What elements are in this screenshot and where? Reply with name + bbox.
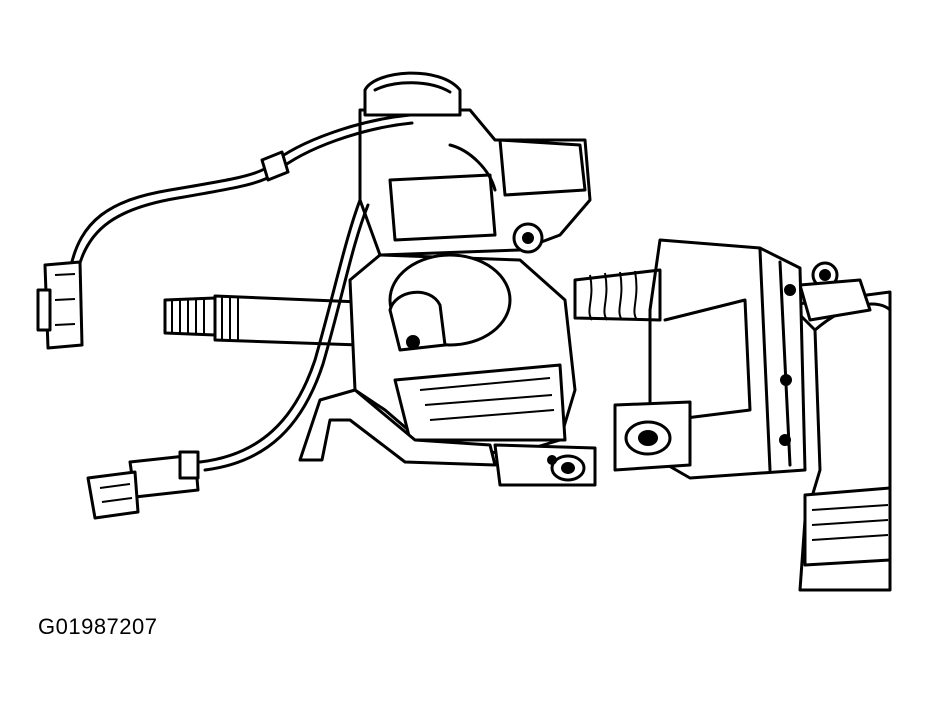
lock-cylinder	[348, 253, 597, 487]
column-housing-right	[788, 261, 892, 592]
upper-wire-harness	[68, 113, 414, 272]
lower-wire-harness	[198, 198, 370, 472]
upper-housing	[358, 71, 592, 257]
mounting-lug	[613, 400, 692, 472]
spring	[573, 268, 662, 322]
figure-id-label: G01987207	[38, 614, 158, 639]
lower-connector	[86, 450, 200, 520]
bracket-arm	[298, 388, 497, 467]
upper-connector	[36, 260, 84, 350]
